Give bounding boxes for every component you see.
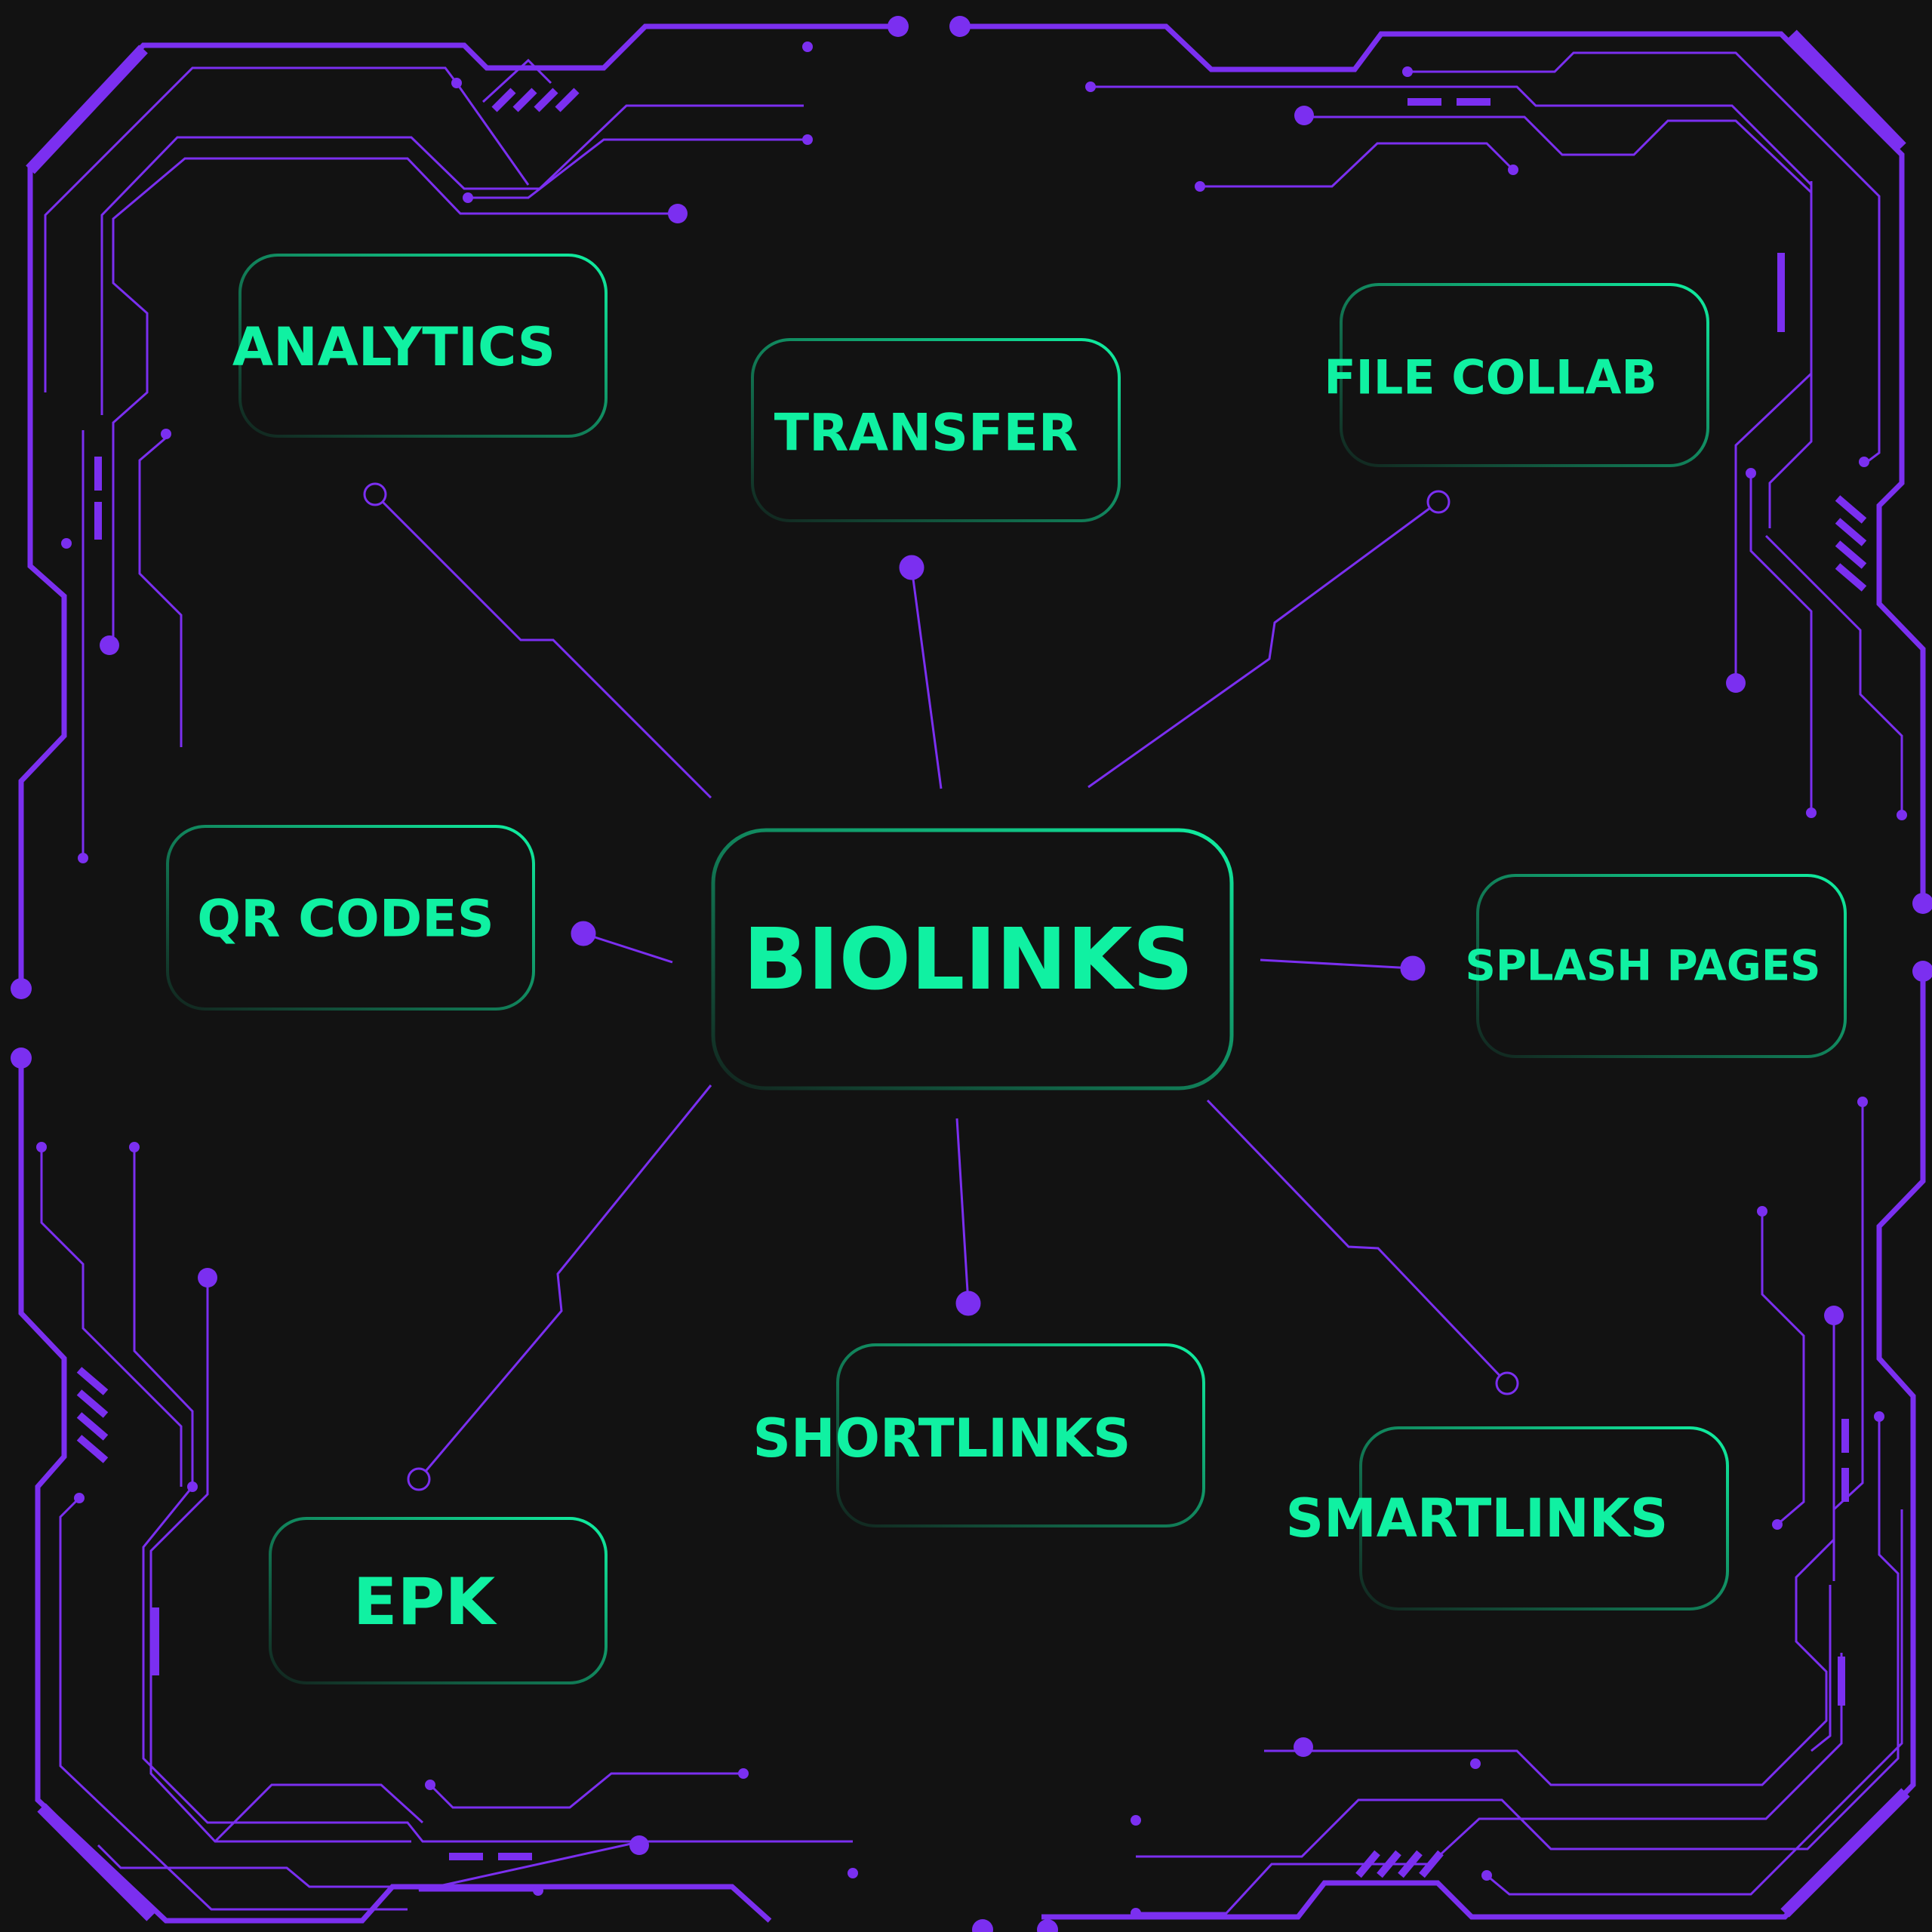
connector-file-collab <box>1088 500 1439 789</box>
node-qr-codes: QR CODES <box>166 825 535 1011</box>
connector-qr-codes <box>583 932 673 964</box>
node-box <box>751 338 1121 522</box>
node-label: SMARTLINKS <box>1286 1487 1669 1549</box>
node-box <box>269 1517 608 1684</box>
connectors <box>374 493 1509 1480</box>
endpoint-qr-codes <box>571 921 596 946</box>
center-node-biolinks: BIOLINKS <box>711 828 1234 1091</box>
node-box <box>1340 283 1709 467</box>
node-box <box>238 254 608 438</box>
center-box <box>711 828 1234 1091</box>
node-label: SPLASH PAGES <box>1466 942 1821 991</box>
connector-transfer <box>910 567 943 789</box>
node-epk: EPK <box>269 1517 608 1684</box>
node-box <box>1476 874 1847 1058</box>
node-file-collab: FILE COLLAB <box>1324 283 1709 467</box>
node-label: EPK <box>353 1564 498 1640</box>
center-label: BIOLINKS <box>743 911 1193 1009</box>
node-label: FILE COLLAB <box>1324 350 1657 405</box>
node-analytics: ANALYTICS <box>232 254 608 438</box>
node-splash-pages: SPLASH PAGES <box>1466 874 1847 1058</box>
circuit-frame <box>18 23 1926 1924</box>
endpoint-transfer <box>899 555 924 580</box>
connector-analytics <box>374 493 712 799</box>
endpoint-splash-pages <box>1400 955 1426 981</box>
connector-shortlinks <box>955 1118 970 1304</box>
connector-endpoints <box>363 482 1519 1491</box>
circuit-terminal-dots <box>11 16 1932 1932</box>
node-transfer: TRANSFER <box>751 338 1121 522</box>
node-box <box>836 1343 1205 1527</box>
endpoint-analytics <box>363 482 387 506</box>
node-label: TRANSFER <box>774 404 1078 463</box>
node-box <box>166 825 535 1011</box>
node-label: SHORTLINKS <box>753 1407 1131 1469</box>
endpoint-epk <box>407 1467 431 1491</box>
connector-epk <box>417 1084 712 1480</box>
circuit-hatch-marks <box>76 88 1867 1878</box>
connector-splash-pages <box>1260 958 1414 970</box>
endpoint-shortlinks <box>955 1291 981 1316</box>
node-box <box>1359 1426 1729 1611</box>
endpoint-smartlinks <box>1495 1371 1519 1395</box>
node-shortlinks: SHORTLINKS <box>753 1343 1205 1527</box>
node-label: QR CODES <box>197 890 494 949</box>
connector-smartlinks <box>1206 1099 1509 1385</box>
node-label: ANALYTICS <box>232 316 555 378</box>
endpoint-file-collab <box>1426 490 1451 514</box>
node-smartlinks: SMARTLINKS <box>1286 1426 1729 1611</box>
